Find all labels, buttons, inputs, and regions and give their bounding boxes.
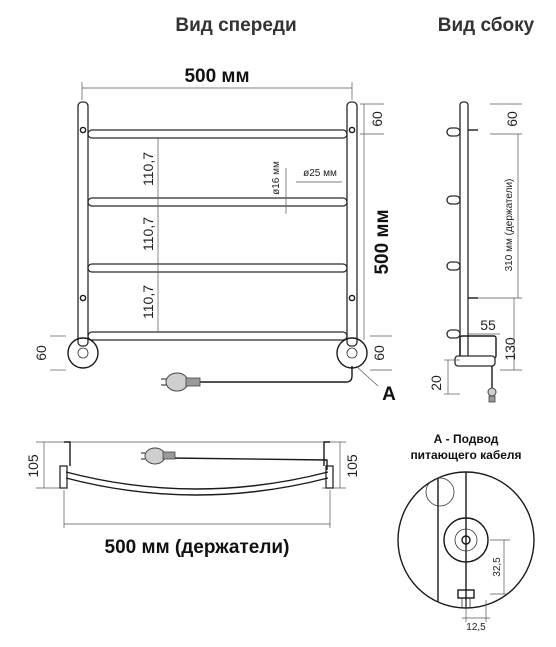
top-right-105-label: 105 [344, 454, 360, 478]
right-post [346, 101, 358, 347]
top-curved-rail-inner [65, 471, 329, 490]
left-flange [67, 337, 99, 369]
plug-icon [161, 372, 201, 392]
side-view-heading: Вид сбоку [438, 15, 535, 36]
height-label: 500 мм [372, 209, 393, 274]
side-depth-label: 55 [480, 317, 496, 333]
top-curved-rail-outer [65, 477, 329, 496]
spacing-1-label: 110,7 [140, 152, 156, 186]
side-130-label: 130 [502, 337, 518, 361]
detail-12-5-label: 12,5 [466, 622, 486, 633]
top-holders-label: 500 мм (держатели) [105, 537, 290, 558]
bar-1 [87, 129, 348, 139]
front-view-heading: Вид спереди [175, 15, 296, 36]
top-view: 105 105 500 мм (держатели) [25, 441, 360, 558]
left-post [77, 101, 89, 347]
bar-4 [87, 331, 348, 341]
bar-2 [87, 197, 348, 207]
pipe-large-label: ø25 мм [303, 168, 337, 179]
width-label: 500 мм [184, 66, 249, 87]
detail-title-line2: питающего кабеля [410, 448, 521, 462]
detail-32-5-label: 32,5 [492, 557, 503, 577]
top-plug-icon [141, 447, 176, 465]
bar-3 [87, 263, 348, 273]
spacing-2-label: 110,7 [140, 217, 156, 251]
callout-a-label: A [382, 384, 396, 405]
side-holders-label: 310 мм (держатели) [504, 179, 515, 272]
front-view: 500 мм 110,7 110,7 110,7 ø16 мм ø25 мм [33, 66, 396, 405]
side-post [459, 101, 469, 363]
bottom-right-label: 60 [371, 345, 387, 361]
pipe-small-label: ø16 мм [271, 161, 282, 195]
side-view: 60 310 мм (держатели) 55 130 20 [428, 101, 522, 403]
detail-a: А - Подвод питающего кабеля 32,5 [397, 432, 535, 633]
bottom-left-label: 60 [33, 345, 49, 361]
spacing-3-label: 110,7 [140, 285, 156, 319]
power-cable [198, 366, 353, 383]
side-20-label: 20 [428, 375, 444, 391]
top-left-105-label: 105 [25, 454, 41, 478]
top-cable [169, 457, 328, 470]
side-top-offset-label: 60 [504, 111, 520, 127]
callout-leader [355, 365, 379, 387]
top-offset-label: 60 [369, 111, 385, 127]
detail-title-line1: А - Подвод [434, 432, 499, 446]
